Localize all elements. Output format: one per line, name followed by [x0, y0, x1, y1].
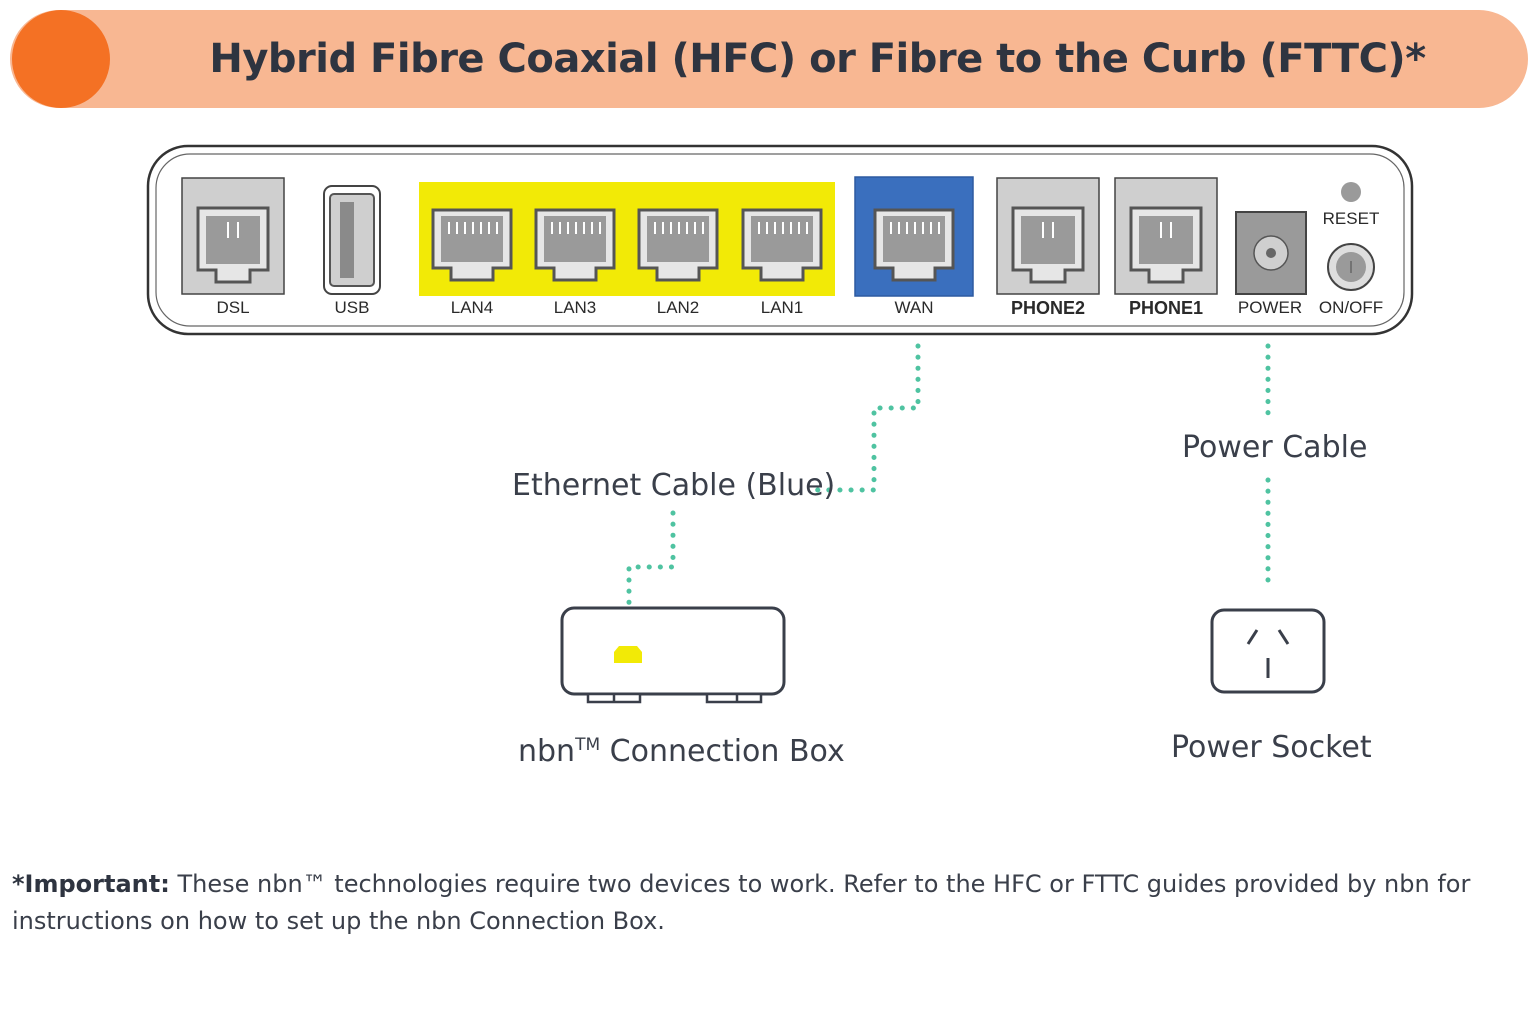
lan4-port [431, 208, 513, 282]
ethernet-cable-label: Ethernet Cable (Blue) [512, 468, 836, 503]
ethernet-cable-lower [626, 510, 676, 641]
wan-port [873, 208, 955, 282]
nbn-box-label-suffix: Connection Box [600, 734, 845, 769]
lan2-label: LAN2 [657, 298, 700, 317]
power-cable-label: Power Cable [1182, 430, 1368, 465]
nbn-connection-box [560, 606, 786, 704]
power-socket-icon [1210, 608, 1326, 694]
lan1-label: LAN1 [761, 298, 804, 317]
lan1-port [741, 208, 823, 282]
onoff-label: ON/OFF [1319, 298, 1383, 317]
lan2-port [637, 208, 719, 282]
footnote-text: These nbn™ technologies require two devi… [12, 870, 1471, 935]
phone2-label: PHONE2 [1011, 298, 1085, 318]
banner-accent-dot [12, 10, 110, 108]
wan-label: WAN [894, 298, 933, 317]
nbn-box-port [614, 646, 642, 663]
dsl-port [181, 177, 285, 295]
usb-port [323, 185, 381, 295]
title-banner [10, 10, 1528, 108]
lan4-label: LAN4 [451, 298, 494, 317]
footnote-bold: *Important: [12, 870, 170, 898]
lan3-label: LAN3 [554, 298, 597, 317]
lan3-port [534, 208, 616, 282]
power-port-label: POWER [1238, 298, 1302, 317]
usb-port-label: USB [335, 298, 370, 317]
phone2-port [996, 177, 1100, 295]
power-socket-label: Power Socket [1171, 730, 1372, 765]
phone1-port [1114, 177, 1218, 295]
dsl-port-label: DSL [216, 298, 249, 317]
phone1-label: PHONE1 [1129, 298, 1203, 318]
page-title: Hybrid Fibre Coaxial (HFC) or Fibre to t… [209, 36, 1426, 82]
nbn-box-label-tm: TM [575, 735, 601, 755]
reset-label: RESET [1323, 209, 1380, 228]
on-off-button [1327, 243, 1375, 291]
nbn-box-label-name: nbn [518, 734, 576, 769]
reset-button [1341, 182, 1361, 202]
power-port [1235, 211, 1307, 295]
important-footnote: *Important: These nbn™ technologies requ… [12, 866, 1512, 940]
nbn-box-label: nbnTM Connection Box [518, 734, 845, 769]
